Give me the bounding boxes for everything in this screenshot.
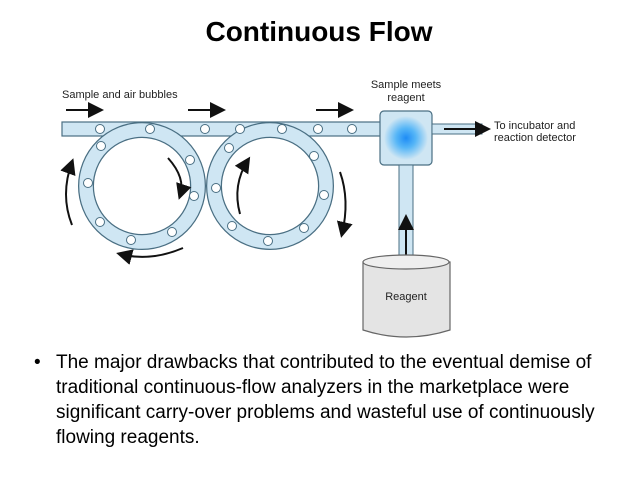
rotation-arrow-outer-right — [336, 171, 353, 238]
label-sample-air: Sample and air bubbles — [62, 89, 178, 101]
bullet-point: • The major drawbacks that contributed t… — [34, 350, 604, 450]
label-reagent-top: reagent — [387, 92, 424, 104]
air-bubbles-coil-2 — [211, 143, 329, 246]
rotation-arrow-inner-1 — [167, 157, 192, 200]
rotation-arrow-bottom — [116, 247, 184, 265]
rotation-arrow-inner-2 — [234, 156, 251, 215]
bullet-symbol: • — [34, 352, 41, 373]
air-bubbles-coil-1 — [83, 141, 199, 245]
rotation-arrow-outer-left — [60, 158, 76, 226]
air-bubbles-tube — [95, 124, 357, 134]
mixing-glow — [384, 116, 428, 160]
reagent-container — [362, 254, 451, 338]
label-sample-meets: Sample meets — [371, 79, 442, 91]
label-reaction-detector: reaction detector — [494, 132, 576, 144]
continuous-flow-diagram: Sample and air bubbles Sample meets reag… — [60, 79, 576, 338]
label-incubator: To incubator and — [494, 120, 575, 132]
label-reagent: Reagent — [385, 291, 427, 303]
slide-title: Continuous Flow — [205, 16, 433, 47]
bullet-text: The major drawbacks that contributed to … — [56, 352, 595, 448]
